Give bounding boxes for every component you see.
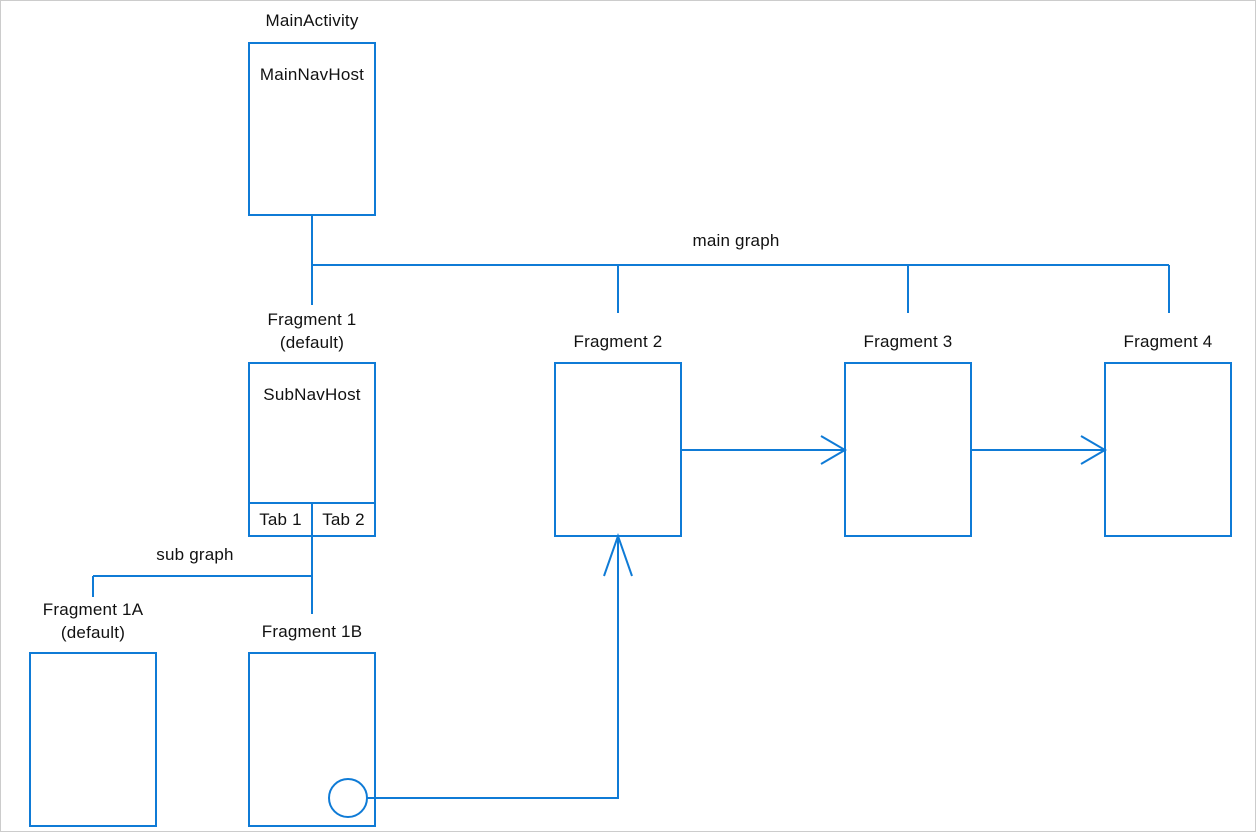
fragment4-title: Fragment 4 <box>1123 332 1213 351</box>
fragment1-default-label: (default) <box>279 333 345 352</box>
fragment1a-box <box>29 652 157 827</box>
fragment1a-default-label: (default) <box>60 623 126 642</box>
arrowhead-fragment2 <box>603 532 633 577</box>
sub-nav-host-label: SubNavHost <box>263 385 361 404</box>
fragment4-box <box>1104 362 1232 537</box>
main-nav-host-label: MainNavHost <box>259 65 365 84</box>
main-graph-label: main graph <box>692 231 780 250</box>
main-activity-label: MainActivity <box>265 11 359 30</box>
fragment2-box <box>554 362 682 537</box>
fragment1b-title: Fragment 1B <box>261 622 363 641</box>
fragment1b-box <box>248 652 376 827</box>
fragment1-title: Fragment 1 <box>267 310 357 329</box>
fragment1a-title: Fragment 1A <box>42 600 144 619</box>
fragment2-title: Fragment 2 <box>573 332 663 351</box>
action-origin-circle <box>328 778 368 818</box>
arrowhead-fragment3 <box>820 435 847 465</box>
fragment3-title: Fragment 3 <box>863 332 953 351</box>
arrow-fragment1b-to-fragment2 <box>367 536 619 799</box>
sub-graph-label: sub graph <box>156 545 234 564</box>
tab-1[interactable]: Tab 1 <box>259 510 302 529</box>
tab-2[interactable]: Tab 2 <box>322 510 365 529</box>
fragment3-box <box>844 362 972 537</box>
arrowhead-fragment4 <box>1080 435 1107 465</box>
